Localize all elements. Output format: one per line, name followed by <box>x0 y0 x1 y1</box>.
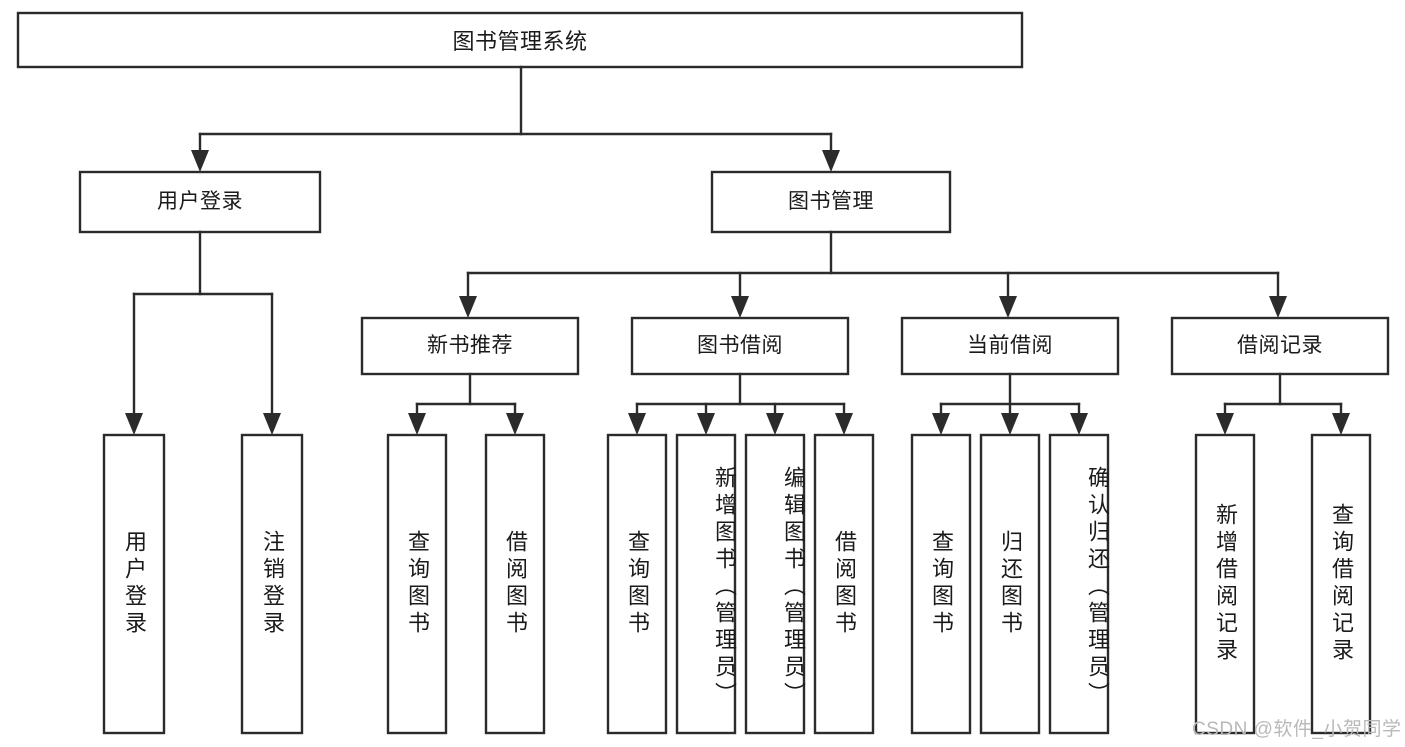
node-box-leaf-3[interactable] <box>484 433 546 735</box>
node-box-book-management[interactable] <box>710 170 952 234</box>
node-box-leaf-5[interactable] <box>675 433 737 735</box>
node-box-leaf-10[interactable] <box>1048 433 1110 735</box>
node-box-leaf-0[interactable] <box>102 433 166 735</box>
node-box-new-book-recommend[interactable] <box>360 316 580 376</box>
node-box-user-login[interactable] <box>78 170 322 234</box>
connector-user-login-children <box>125 230 281 435</box>
node-box-leaf-1[interactable] <box>240 433 304 735</box>
watermark-label: CSDN @软件_小贺同学 <box>1192 719 1402 740</box>
node-box-leaf-12[interactable] <box>1310 433 1372 735</box>
node-box-borrow-records[interactable] <box>1170 316 1390 376</box>
connector-book-management-children <box>459 230 1287 318</box>
node-box-leaf-8[interactable] <box>910 433 972 735</box>
node-box-leaf-4[interactable] <box>606 433 668 735</box>
node-box-leaf-6[interactable] <box>744 433 806 735</box>
node-box-leaf-9[interactable] <box>979 433 1041 735</box>
node-box-leaf-7[interactable] <box>813 433 875 735</box>
connector-root-to-level2 <box>191 65 840 172</box>
connector-current-borrow-children <box>932 372 1088 435</box>
node-box-root[interactable] <box>16 11 1024 69</box>
connector-borrow-records-children <box>1216 372 1350 435</box>
node-box-current-borrow[interactable] <box>900 316 1120 376</box>
connector-new-book-recommend-children <box>408 372 524 435</box>
node-box-leaf-11[interactable] <box>1194 433 1256 735</box>
connector-book-borrow-children <box>628 372 853 435</box>
node-box-leaf-2[interactable] <box>386 433 448 735</box>
node-box-book-borrow[interactable] <box>630 316 850 376</box>
